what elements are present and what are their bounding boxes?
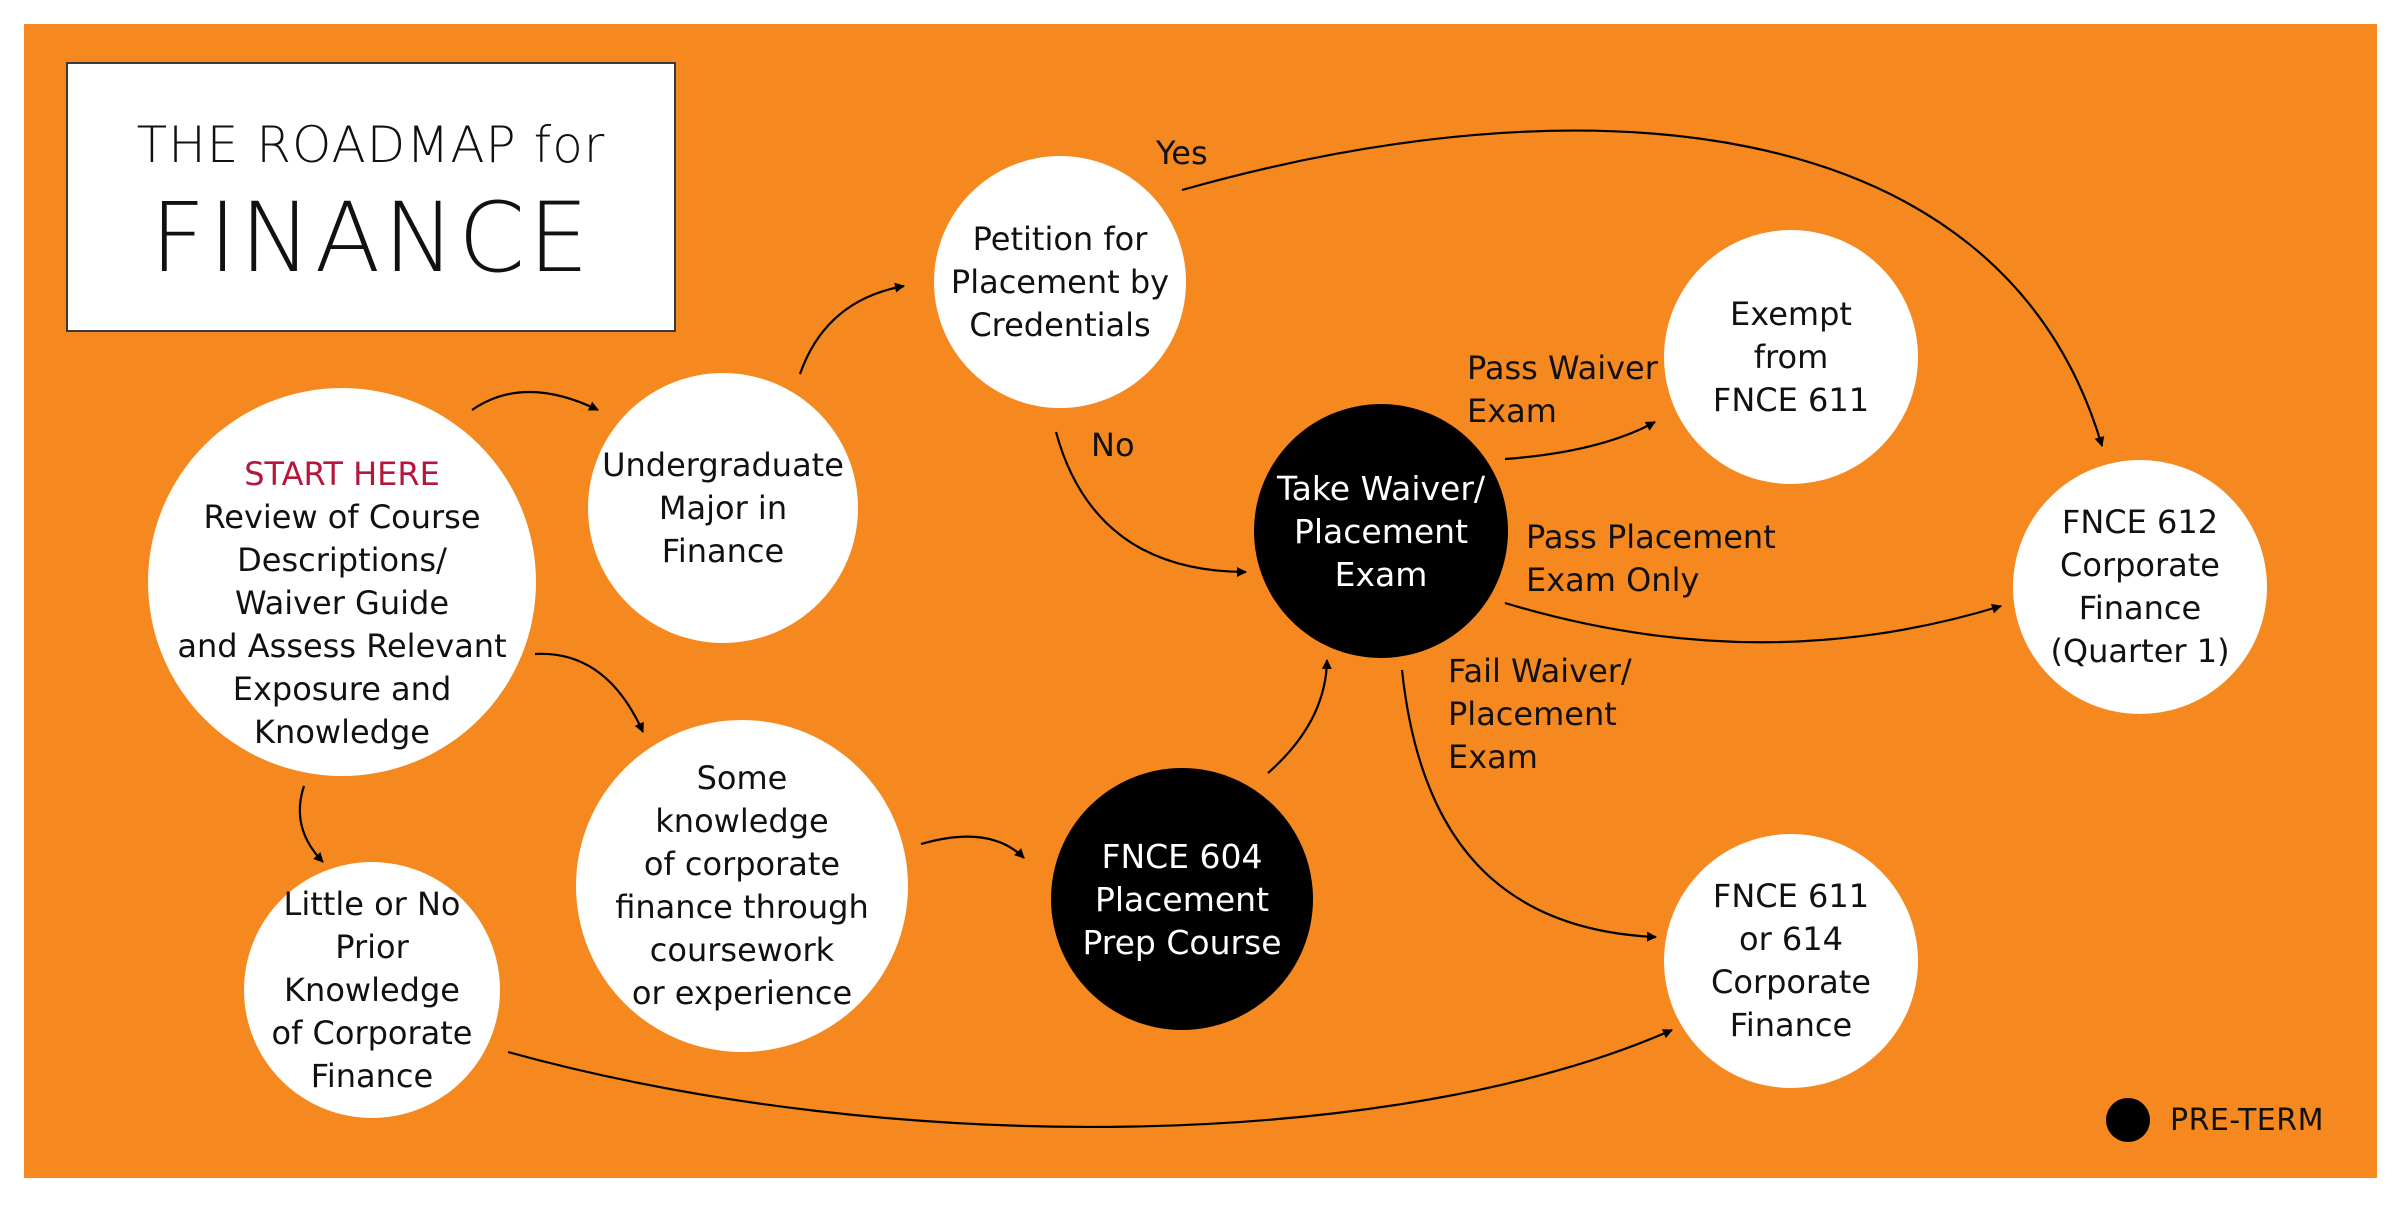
label-pass-waiver: Pass Waiver Exam [1467,349,1658,430]
edge-start-to-some-knowledge [534,652,645,733]
node-exempt-text: Exempt from FNCE 611 [1712,294,1870,419]
node-fnce612-text: FNCE 612 Corporate Finance (Quarter 1) [2050,503,2230,670]
title-box: THE ROADMAP for FINANCE [66,62,676,332]
edge-fnce604-to-waiver [1267,659,1332,774]
label-no: No [1091,426,1135,464]
node-undergrad-text: Undergraduate Major in Finance [602,445,844,570]
legend-pre-term-label: PRE-TERM [2170,1102,2324,1138]
edge-little-knowledge-to-fnce611 [507,1028,1673,1128]
edge-waiver-fail-to-fnce611 [1400,669,1657,942]
label-yes: Yes [1156,134,1208,172]
edge-petition-no-to-waiver [1054,431,1247,577]
start-here-label: START HERE [244,455,440,493]
node-petition: Petition for Placement by Credentials [934,156,1186,408]
node-petition-text: Petition for Placement by Credentials [950,219,1170,344]
node-start-text: Review of Course Descriptions/ Waiver Gu… [177,498,507,751]
legend-pre-term-dot [2106,1098,2150,1142]
edge-some-knowledge-to-fnce604 [920,835,1025,859]
node-fnce612: FNCE 612 Corporate Finance (Quarter 1) [2013,460,2267,714]
label-fail: Fail Waiver/ Placement Exam [1448,652,1632,776]
edge-waiver-to-exempt [1504,421,1656,461]
node-little-knowledge: Little or No Prior Knowledge of Corporat… [244,862,500,1118]
label-pass-placement: Pass Placement Exam Only [1526,518,1776,599]
edge-undergrad-to-petition [798,282,905,375]
title-line1: THE ROADMAP for [136,116,606,174]
node-exempt: Exempt from FNCE 611 [1664,230,1918,484]
legend: PRE-TERM [2106,1098,2324,1142]
edge-petition-yes-to-fnce612 [1181,129,2105,447]
edge-start-to-little-knowledge [298,785,324,863]
node-fnce611: FNCE 611 or 614 Corporate Finance [1664,834,1918,1088]
node-waiver-exam: Take Waiver/ Placement Exam [1254,404,1508,658]
node-waiver-exam-text: Take Waiver/ Placement Exam [1276,468,1486,594]
node-start: START HERE Review of Course Descriptions/… [148,388,536,776]
node-fnce611-text: FNCE 611 or 614 Corporate Finance [1711,877,1871,1044]
node-undergrad: Undergraduate Major in Finance [588,373,858,643]
edge-waiver-to-fnce612 [1504,601,2002,644]
node-some-knowledge: Some knowledge of corporate finance thro… [576,720,908,1052]
title-line2: FINANCE [150,182,592,294]
edge-start-to-undergrad [471,390,599,411]
node-some-knowledge-text: Some knowledge of corporate finance thro… [615,759,869,1012]
node-little-knowledge-text: Little or No Prior Knowledge of Corporat… [271,884,473,1095]
node-fnce604-text: FNCE 604 Placement Prep Course [1082,836,1282,962]
node-fnce604: FNCE 604 Placement Prep Course [1051,768,1313,1030]
